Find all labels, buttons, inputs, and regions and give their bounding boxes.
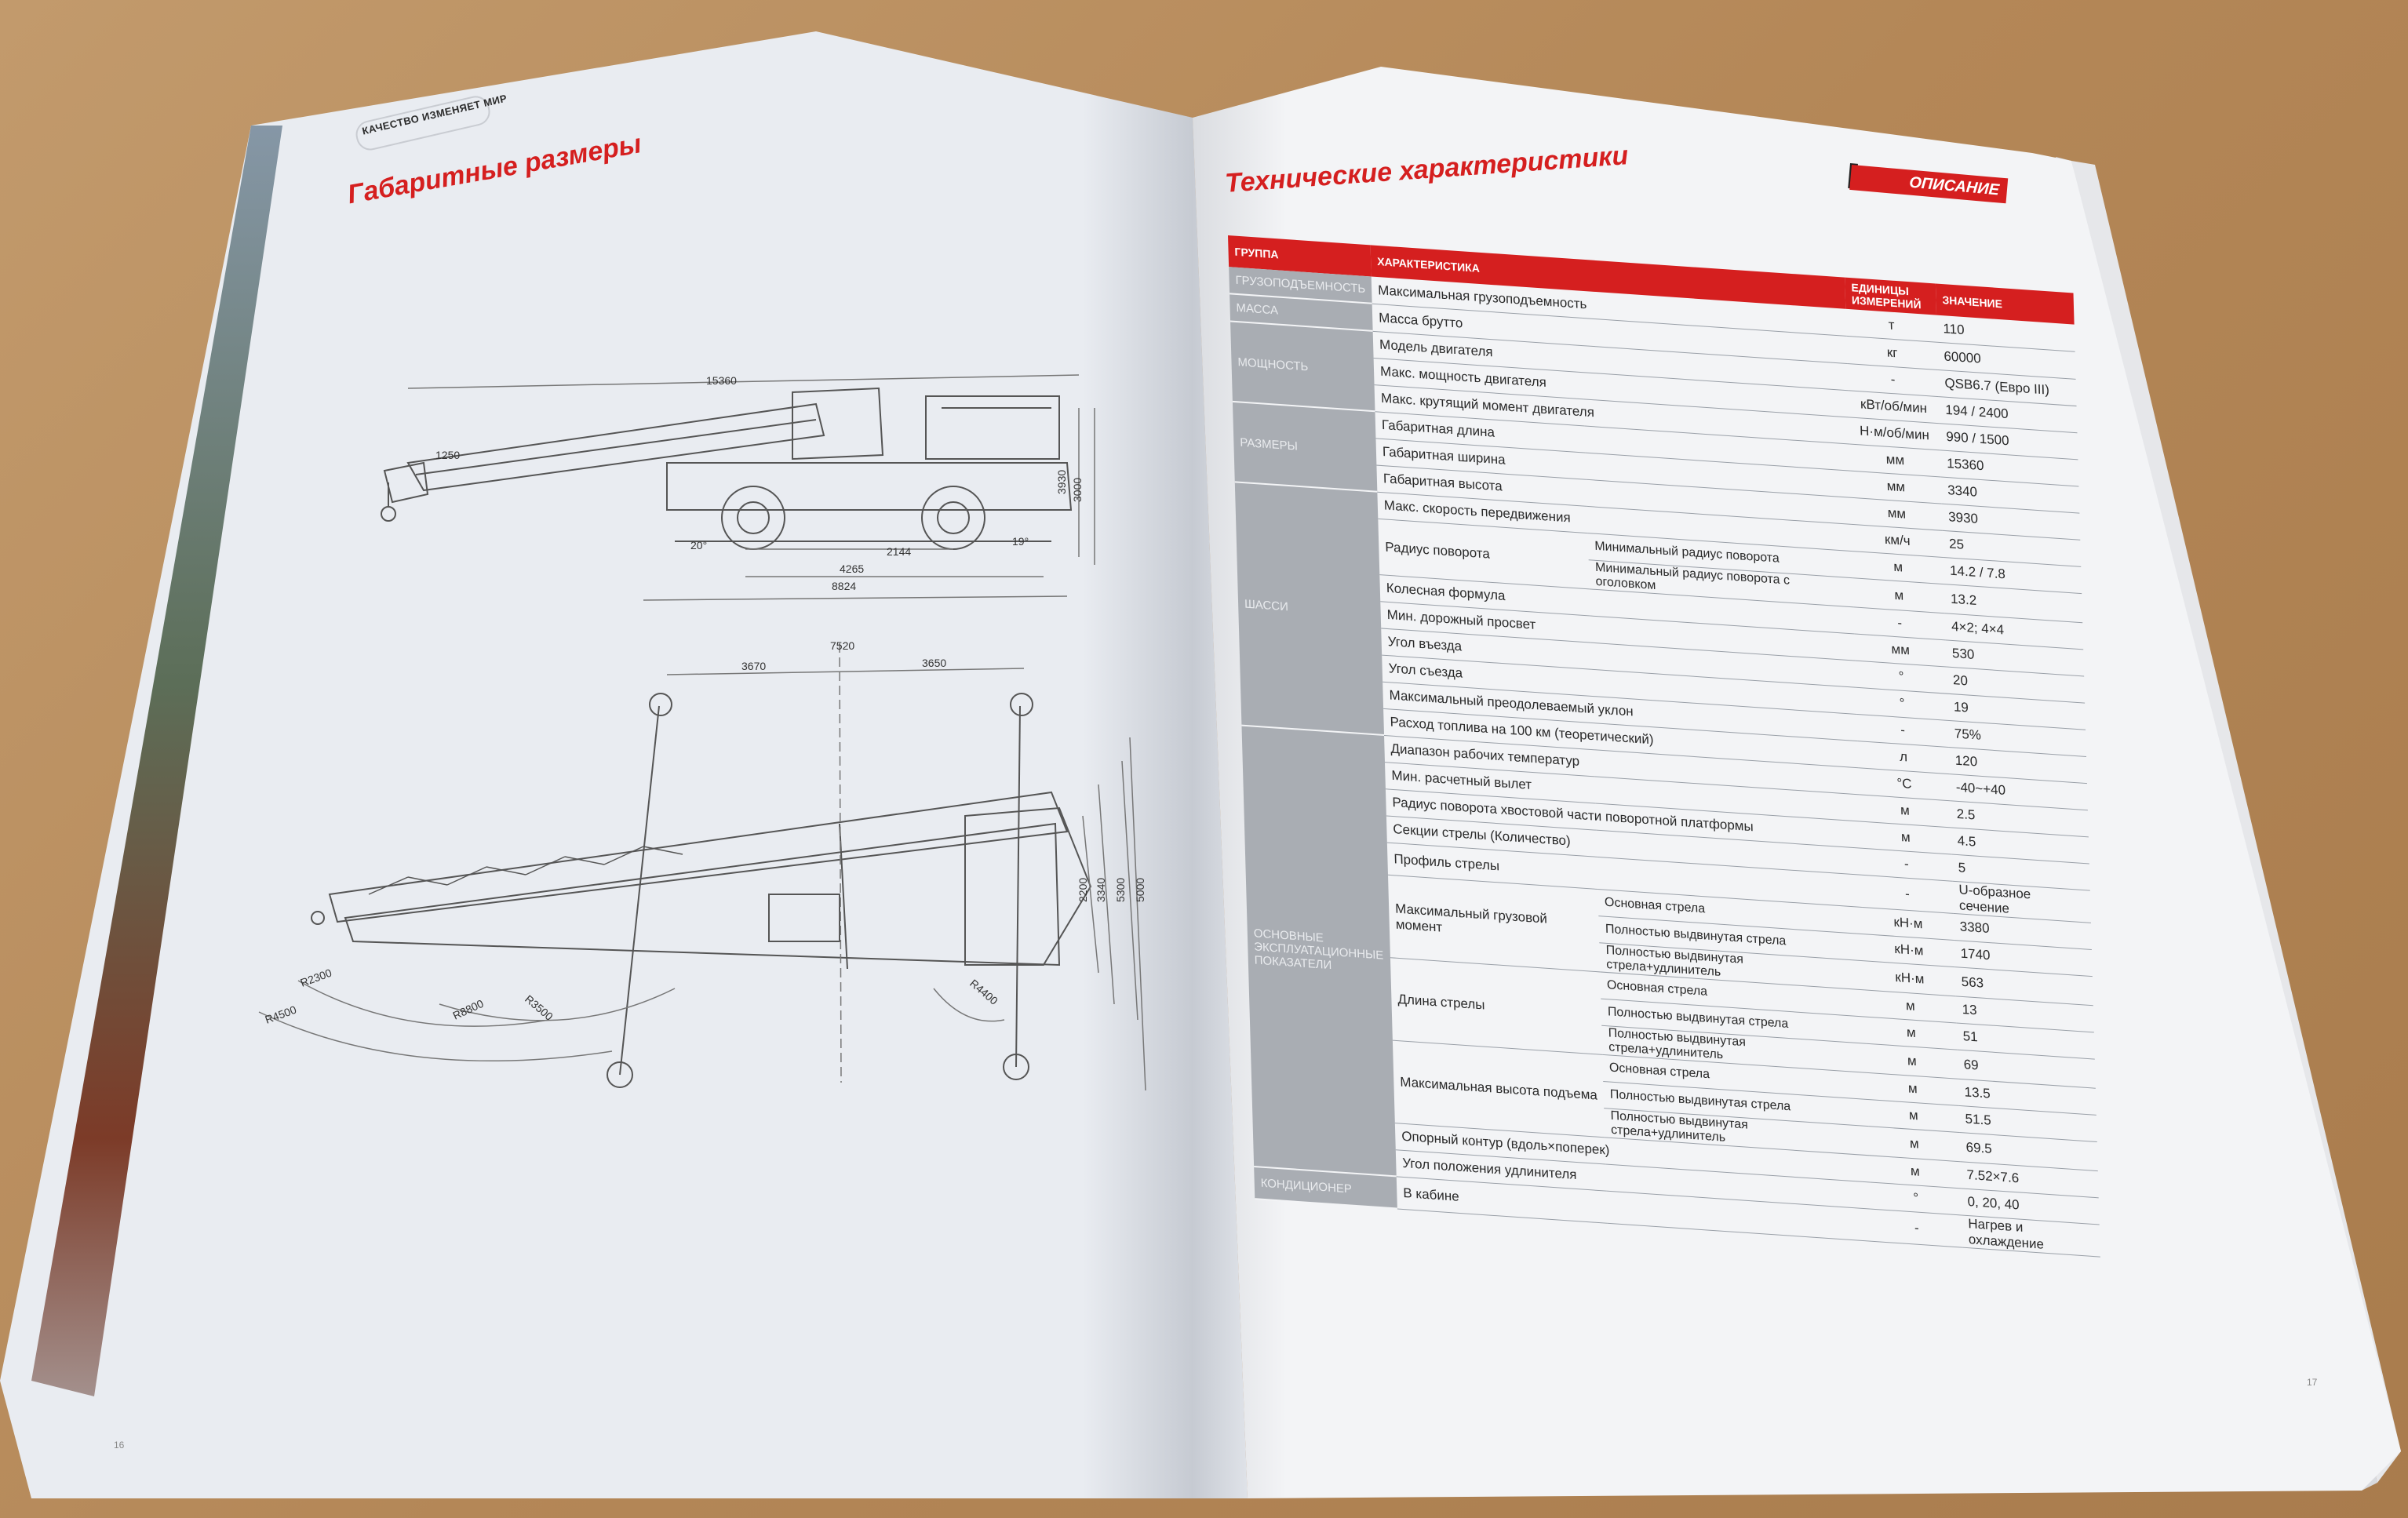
char-cell: Длина стрелы	[1390, 957, 1603, 1054]
char-cell: Максимальная высота подъема	[1392, 1039, 1605, 1138]
dim-overall-length: 15360	[706, 374, 737, 387]
dim-mid: 4265	[840, 562, 864, 575]
right-page-number: 17	[2307, 1377, 2318, 1388]
dim-angle-front: 20°	[690, 539, 707, 552]
dim-w2: 3340	[1095, 878, 1107, 902]
group-cell: МОЩНОСТЬ	[1230, 321, 1375, 412]
dim-height-2: 3000	[1071, 478, 1084, 502]
group-cell: РАЗМЕРЫ	[1232, 401, 1378, 492]
dim-height-1: 3930	[1055, 470, 1068, 494]
unit-cell: -	[1871, 1208, 1963, 1247]
dim-w3: 5300	[1114, 878, 1127, 902]
dim-wheelbase: 2144	[887, 545, 911, 558]
dim-left-half: 3670	[741, 660, 766, 672]
dim-radius-5: R4400	[967, 977, 1000, 1007]
left-page-number: 16	[114, 1440, 125, 1451]
group-cell: ШАССИ	[1234, 482, 1385, 736]
dim-radius-3: R8800	[451, 997, 486, 1022]
dim-angle-rear: 19°	[1012, 535, 1029, 548]
dim-right-half: 3650	[922, 657, 946, 669]
dim-radius-4: R3500	[523, 992, 556, 1023]
dim-outrigger-span: 7520	[830, 639, 854, 652]
dim-boom-tip: 1250	[435, 449, 460, 461]
dim-radius-1: R2300	[299, 966, 333, 989]
group-cell: ОСНОВНЫЕ ЭКСПЛУАТАЦИОННЫЕ ПОКАЗАТЕЛИ	[1241, 725, 1397, 1177]
spec-table-container: ГРУППА ХАРАКТЕРИСТИКА ЕДИНИЦЫ ИЗМЕРЕНИЙ …	[1228, 235, 2100, 1258]
dim-w1: 2200	[1076, 878, 1089, 902]
dim-base: 8824	[832, 580, 856, 592]
char-cell: Максимальный грузовой момент	[1388, 874, 1601, 972]
dim-radius-2: R4500	[264, 1003, 298, 1026]
spec-table: ГРУППА ХАРАКТЕРИСТИКА ЕДИНИЦЫ ИЗМЕРЕНИЙ …	[1228, 235, 2100, 1258]
dim-w4: 5000	[1134, 878, 1146, 902]
